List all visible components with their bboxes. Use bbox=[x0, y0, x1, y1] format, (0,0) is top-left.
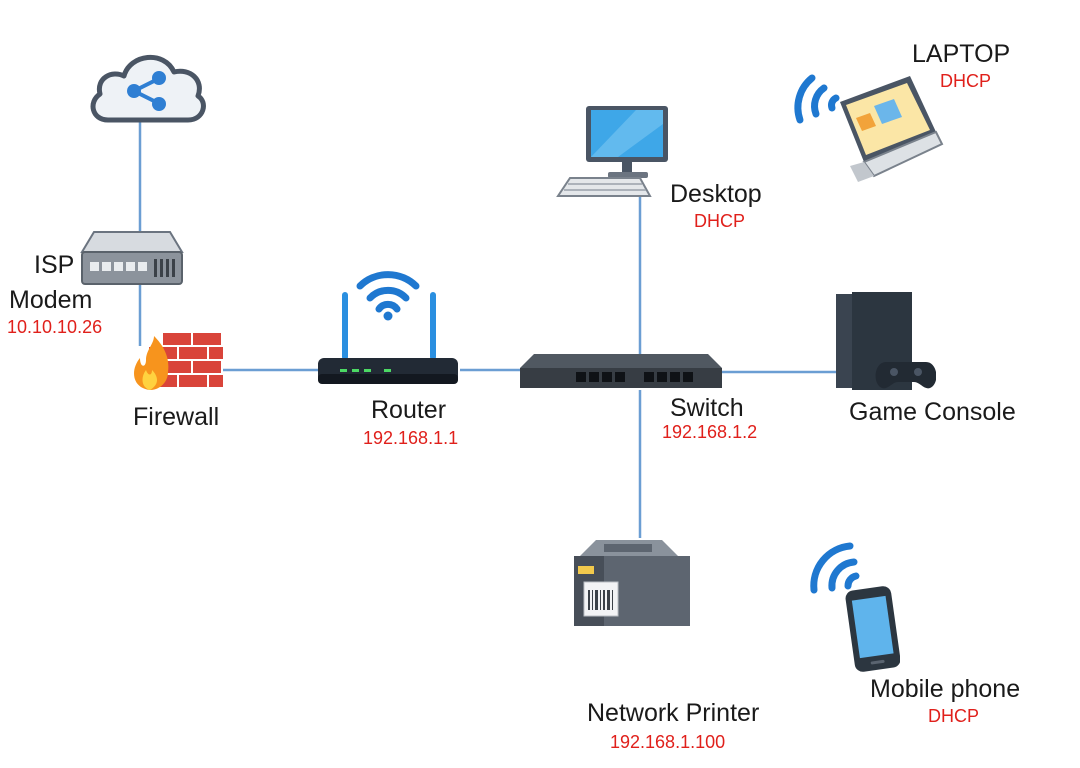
firewall-icon bbox=[134, 331, 225, 390]
modem-label-line1: ISP bbox=[34, 251, 75, 279]
game-console-icon bbox=[836, 292, 936, 390]
switch-icon bbox=[520, 354, 722, 388]
switch-label: Switch bbox=[670, 394, 744, 422]
modem-label-line2: Modem bbox=[9, 286, 93, 314]
laptop-label: LAPTOP bbox=[912, 40, 1011, 68]
firewall-label: Firewall bbox=[133, 403, 220, 431]
router-icon bbox=[318, 271, 458, 384]
laptop-address: DHCP bbox=[940, 71, 992, 91]
desktop-address: DHCP bbox=[694, 211, 746, 231]
mobile-phone-label: Mobile phone bbox=[870, 675, 1021, 703]
mobile-phone-address: DHCP bbox=[928, 706, 980, 726]
modem-address: 10.10.10.26 bbox=[7, 317, 103, 337]
desktop-icon bbox=[556, 106, 668, 197]
router-label: Router bbox=[371, 396, 447, 424]
printer-label: Network Printer bbox=[587, 699, 760, 727]
printer-icon bbox=[574, 540, 690, 626]
router-address: 192.168.1.1 bbox=[363, 428, 459, 448]
mobile-phone-icon bbox=[810, 542, 900, 672]
laptop-icon bbox=[794, 74, 944, 182]
desktop-label: Desktop bbox=[670, 180, 762, 208]
printer-address: 192.168.1.100 bbox=[610, 732, 726, 752]
cloud-share-icon bbox=[90, 55, 206, 123]
modem-icon bbox=[80, 231, 184, 285]
switch-address: 192.168.1.2 bbox=[662, 422, 758, 442]
game-console-label: Game Console bbox=[849, 398, 1016, 426]
